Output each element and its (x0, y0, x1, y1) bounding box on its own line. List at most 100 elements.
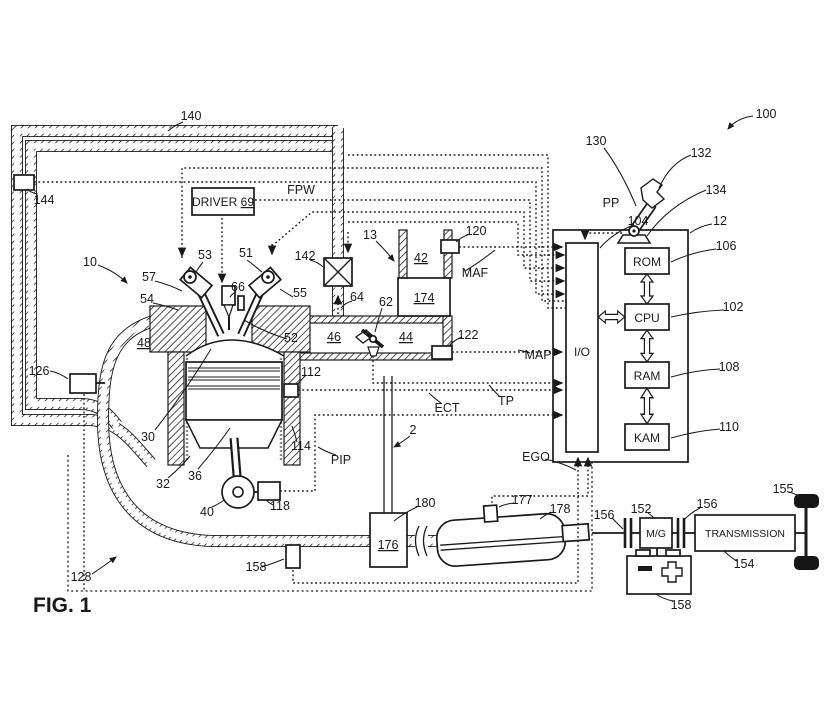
label-176: 176 (378, 538, 399, 552)
label-ect: ECT (435, 401, 460, 415)
label-122: 122 (458, 328, 479, 342)
pipe-break (414, 524, 428, 558)
rom-block (624, 247, 670, 275)
label-pp: PP (603, 196, 620, 210)
label-64: 64 (350, 290, 364, 304)
ram-label: RAM (634, 369, 661, 383)
charge-box-174 (397, 277, 451, 317)
purge-valve-142 (323, 257, 353, 287)
motor-generator-box (639, 517, 673, 549)
line-tp (372, 356, 564, 388)
label-158-exhaust: 158 (246, 560, 267, 574)
tailpipe (561, 522, 591, 543)
label-40: 40 (200, 505, 214, 519)
rom-label: ROM (633, 255, 661, 269)
line-ego-2 (491, 456, 593, 503)
throttle-62 (354, 328, 385, 357)
figure-caption: FIG. 1 (33, 594, 92, 617)
label-62: 62 (379, 295, 393, 309)
line-pip (280, 410, 564, 492)
ram-block (624, 361, 670, 389)
label-52: 52 (284, 331, 298, 345)
driveline: M/G TRANSMISSION (592, 494, 819, 595)
label-106: 106 (716, 239, 737, 253)
label-13: 13 (363, 228, 377, 242)
valve-actuator-51 (247, 266, 283, 299)
piston (184, 361, 284, 449)
label-152: 152 (631, 502, 652, 516)
head-block-left (149, 305, 207, 353)
line-valve-51 (271, 211, 566, 273)
label-12: 12 (713, 214, 727, 228)
ect-sensor-112 (283, 383, 299, 398)
label-180: 180 (415, 496, 436, 510)
device-176 (369, 512, 408, 568)
label-142: 142 (295, 249, 316, 263)
foot-132 (640, 178, 666, 209)
wheel-bottom (794, 556, 819, 570)
label-100: 100 (756, 107, 777, 121)
accelerator-pedal (616, 178, 666, 244)
label-144: 144 (34, 193, 55, 207)
line-pp (580, 230, 622, 241)
map-sensor-122 (431, 345, 453, 360)
label-110: 110 (719, 420, 739, 434)
label-fpw: FPW (287, 183, 315, 197)
engine (149, 266, 311, 509)
label-155: 155 (773, 482, 794, 496)
label-tp: TP (498, 394, 514, 408)
fuel-injector (221, 285, 236, 330)
egr-valve-126 (69, 373, 97, 394)
kam-label: KAM (634, 431, 660, 445)
label-66: 66 (231, 280, 245, 294)
label-177: 177 (512, 493, 533, 507)
label-120: 120 (466, 224, 487, 238)
labels: FIG. 1 140 144 100 130 132 134 PP 10 13 … (29, 107, 794, 617)
driver-label: DRIVER 69 (192, 195, 254, 209)
line-fpw (255, 199, 566, 286)
controller-12: I/O ROM CPU RAM KAM (552, 229, 689, 463)
cpu-label: CPU (634, 311, 659, 325)
label-112: 112 (301, 365, 321, 379)
exhaust-sensor-158 (285, 544, 301, 569)
label-104: 104 (628, 214, 649, 228)
cylinder-wall-left (167, 351, 185, 466)
label-10: 10 (83, 255, 97, 269)
label-55: 55 (293, 286, 307, 300)
label-map: MAP (524, 348, 551, 362)
combustion-dome (185, 339, 285, 357)
label-128: 128 (71, 570, 92, 584)
label-46: 46 (327, 330, 341, 344)
plus-terminal-icon (661, 561, 683, 583)
minus-terminal-icon (638, 566, 652, 571)
sensor-144 (13, 174, 35, 191)
transmission-box (694, 514, 796, 552)
leader-lines (26, 115, 804, 602)
label-32: 32 (156, 477, 170, 491)
transmission-label: TRANSMISSION (705, 528, 785, 540)
label-ego: EGO (522, 450, 550, 464)
label-130: 130 (586, 134, 607, 148)
crankshaft (221, 437, 281, 509)
label-156-right: 156 (697, 497, 718, 511)
label-158-battery: 158 (671, 598, 692, 612)
line-canister (348, 154, 566, 309)
line-sensor-144 (34, 181, 566, 299)
driver-box: DRIVER 69 (191, 187, 255, 216)
label-30: 30 (141, 430, 155, 444)
manifold-right-wall (442, 315, 453, 349)
label-156-left: 156 (594, 508, 615, 522)
valve-actuator-53 (178, 266, 214, 299)
intake-tube-wall-left (398, 229, 408, 279)
intake-tube-wall-right (443, 229, 453, 279)
label-126: 126 (29, 364, 50, 378)
spark-plug (237, 295, 245, 311)
ego-sensor-177 (482, 504, 499, 523)
label-36: 36 (188, 469, 202, 483)
label-54: 54 (140, 292, 154, 306)
line-ego-1 (292, 456, 583, 584)
io-label: I/O (574, 345, 590, 359)
label-53: 53 (198, 248, 212, 262)
mg-label: M/G (646, 528, 666, 540)
